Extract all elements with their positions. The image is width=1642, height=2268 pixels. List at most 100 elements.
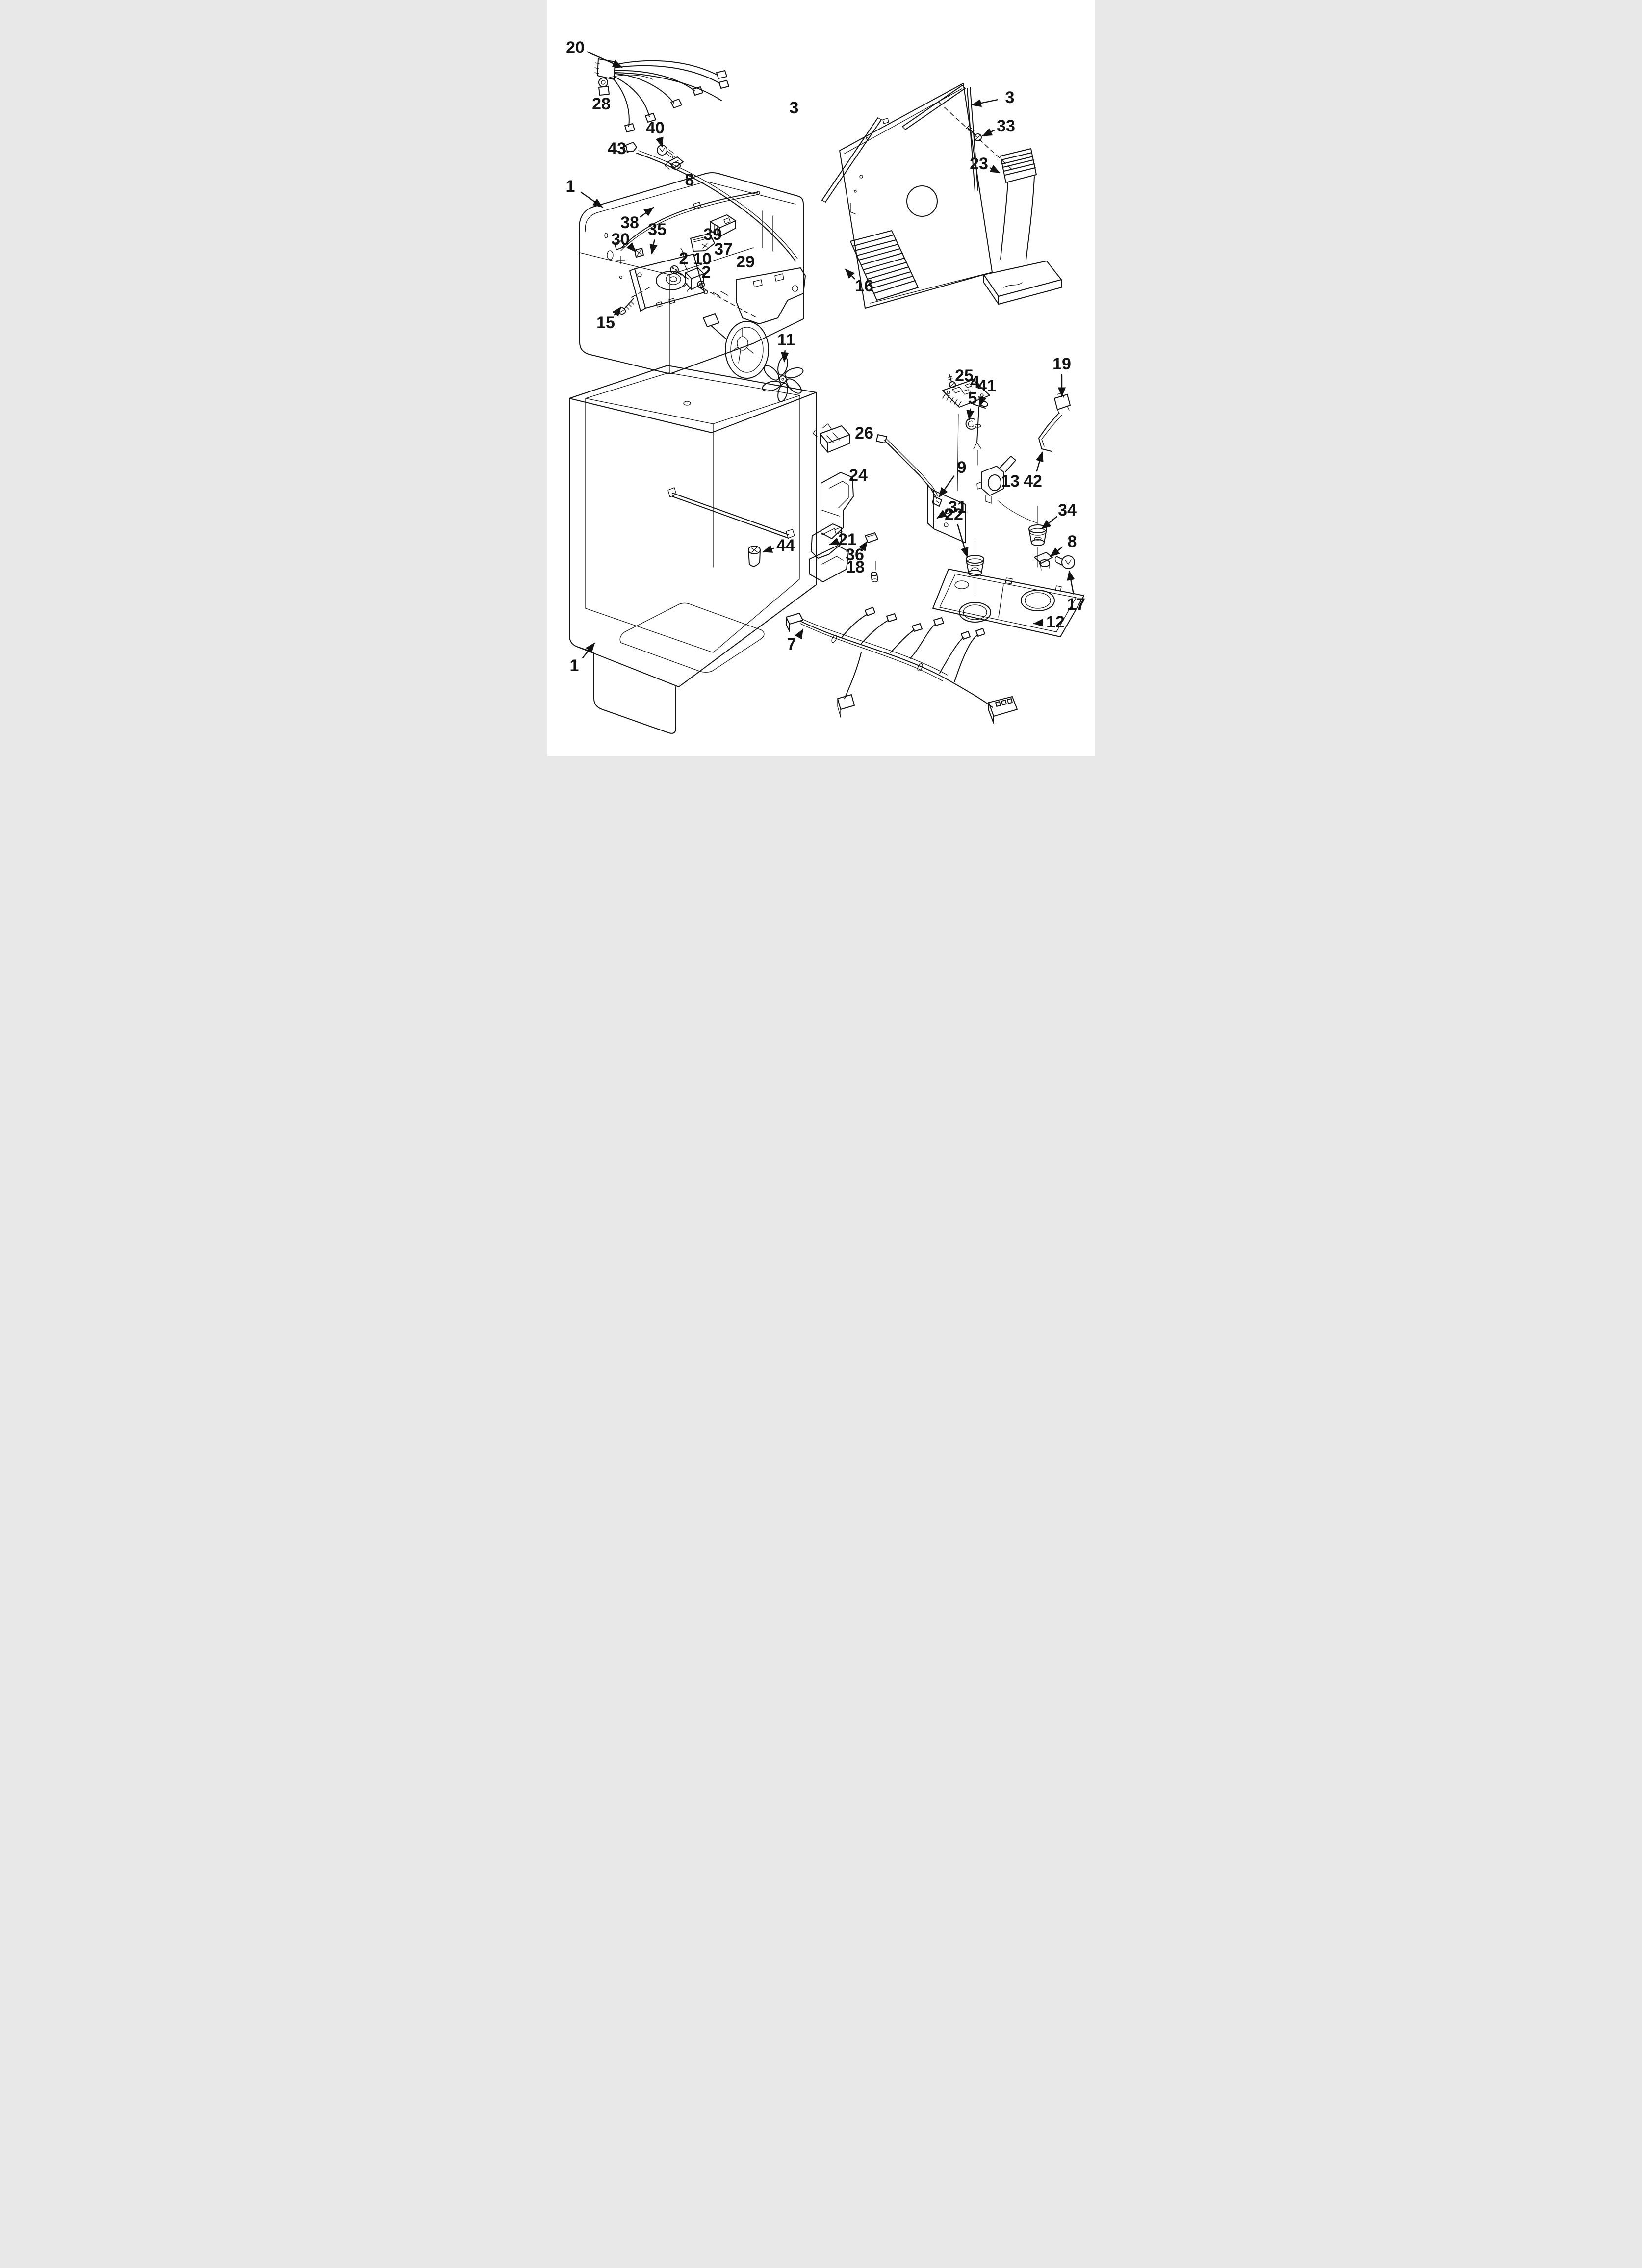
callout-label-42-27: 42 bbox=[1024, 472, 1042, 491]
callout-arrow-9-29 bbox=[938, 475, 955, 498]
damper-art-13 bbox=[976, 456, 1037, 523]
callout-label-9-29: 9 bbox=[957, 458, 967, 477]
callout-label-2-13: 2 bbox=[702, 263, 711, 282]
callout-arrow-12-40 bbox=[1033, 619, 1044, 627]
liner-cable-art bbox=[636, 153, 796, 261]
screw-art-15 bbox=[618, 287, 650, 315]
screw-art-25 bbox=[948, 374, 956, 388]
callout-label-24-31: 24 bbox=[849, 466, 868, 485]
air-tower-art-23 bbox=[983, 148, 1062, 305]
panel-trim-art-3-left bbox=[821, 117, 882, 203]
freezer-liner-art bbox=[579, 172, 804, 404]
callout-label-4-23: 4 bbox=[971, 373, 980, 391]
callout-arrow-8-35 bbox=[1050, 547, 1062, 557]
pad-art-36 bbox=[865, 532, 878, 543]
callout-arrow-1-5 bbox=[580, 191, 603, 208]
shield-plate-art-39 bbox=[690, 233, 715, 252]
callout-label-23-20: 23 bbox=[970, 155, 988, 173]
console-art-12 bbox=[932, 569, 1084, 637]
callout-arrow-20-0 bbox=[586, 51, 623, 68]
callout-label-28-1: 28 bbox=[592, 95, 611, 113]
lamp-art-18 bbox=[871, 561, 878, 582]
callout-label-10-12: 10 bbox=[693, 250, 712, 268]
lower-harness-art-7 bbox=[786, 607, 1018, 724]
rear-panel-art bbox=[839, 83, 993, 309]
callout-label-19-26: 19 bbox=[1052, 355, 1071, 373]
link-rod-art-9 bbox=[876, 434, 942, 507]
lamp-socket-art-8b bbox=[1034, 552, 1053, 571]
callout-arrow-17-36 bbox=[1067, 570, 1075, 595]
callout-label-15-14: 15 bbox=[596, 313, 615, 332]
callout-arrow-1-43 bbox=[582, 642, 595, 658]
callout-label-31-32: 31 bbox=[948, 498, 967, 517]
callout-arrow-36-38 bbox=[858, 541, 868, 552]
defrost-wire-art bbox=[614, 191, 760, 251]
callout-label-13-30: 13 bbox=[1001, 472, 1020, 491]
fan-bracket-art-29 bbox=[703, 267, 806, 379]
bowl-art-34 bbox=[1028, 506, 1047, 568]
callout-arrow-44-41 bbox=[762, 545, 774, 553]
callout-label-2-11: 2 bbox=[679, 249, 689, 268]
callout-label-33-19: 33 bbox=[997, 117, 1015, 135]
callout-arrow-23-20 bbox=[989, 165, 1001, 174]
callout-label-20-0: 20 bbox=[566, 38, 585, 57]
callout-label-26-28: 26 bbox=[855, 424, 873, 443]
callout-label-35-8: 35 bbox=[648, 220, 667, 239]
fresh-food-liner-art bbox=[569, 365, 817, 734]
callout-label-5-25: 5 bbox=[968, 389, 977, 408]
callout-label-3-18: 3 bbox=[1005, 88, 1015, 107]
callout-arrow-41-24 bbox=[978, 395, 986, 407]
callout-arrow-34-34 bbox=[1041, 516, 1058, 530]
control-board-art-4 bbox=[942, 379, 990, 491]
air-duct-art-24 bbox=[821, 472, 854, 539]
callout-label-11-16: 11 bbox=[777, 331, 795, 349]
callout-label-7-42: 7 bbox=[787, 635, 796, 653]
callout-label-43-3: 43 bbox=[608, 139, 626, 158]
c-clip-art-5 bbox=[965, 417, 976, 430]
strap-art-42 bbox=[1038, 413, 1062, 452]
callout-arrow-38-6 bbox=[640, 207, 654, 218]
callout-label-44-41: 44 bbox=[776, 536, 795, 555]
callout-arrow-22-33 bbox=[957, 524, 969, 558]
callout-label-34-34: 34 bbox=[1058, 501, 1077, 520]
liner-cable-art2 bbox=[638, 150, 798, 259]
damper-rod-art-41 bbox=[973, 400, 988, 466]
callout-arrow-15-14 bbox=[612, 306, 622, 317]
callout-label-8-35: 8 bbox=[1068, 532, 1077, 551]
panel-trim-art-3-right bbox=[902, 85, 978, 192]
callout-label-16-21: 16 bbox=[855, 277, 873, 295]
callout-label-25-22: 25 bbox=[955, 366, 974, 385]
callout-label-12-40: 12 bbox=[1046, 613, 1065, 631]
foam-cover-art-21 bbox=[809, 523, 849, 582]
grommet-art-2a bbox=[670, 265, 690, 280]
callout-label-40-2: 40 bbox=[646, 119, 665, 137]
callout-arrow-3-18 bbox=[971, 99, 998, 107]
bulb-art-40 bbox=[657, 145, 676, 159]
callout-arrow-33-19 bbox=[982, 128, 995, 137]
callout-label-37-10: 37 bbox=[714, 240, 733, 259]
callout-label-3-17: 3 bbox=[790, 99, 799, 117]
callout-arrow-21-37 bbox=[829, 537, 840, 546]
callout-arrow-7-42 bbox=[795, 628, 804, 640]
callout-label-22-33: 22 bbox=[945, 505, 963, 524]
callout-arrow-30-7 bbox=[626, 242, 637, 253]
bulb-art-17 bbox=[1054, 555, 1075, 569]
callout-label-8-4: 8 bbox=[685, 171, 694, 189]
callout-arrow-40-2 bbox=[655, 136, 664, 148]
parts-diagram-canvas: 2028404381383035393721021529113333231625… bbox=[566, 38, 1085, 734]
callout-arrow-16-21 bbox=[845, 268, 855, 280]
damper-control-art-26 bbox=[813, 423, 850, 453]
callout-label-1-5: 1 bbox=[566, 177, 575, 196]
callout-arrow-11-16 bbox=[781, 350, 789, 363]
bracket-art-37 bbox=[710, 214, 736, 237]
callout-label-21-37: 21 bbox=[838, 530, 857, 549]
callout-label-18-39: 18 bbox=[846, 558, 865, 576]
callout-label-41-24: 41 bbox=[977, 377, 996, 395]
nut-art-2b bbox=[697, 281, 705, 288]
callout-label-1-43: 1 bbox=[570, 656, 579, 675]
callout-label-36-38: 36 bbox=[846, 546, 864, 564]
cap-art-44 bbox=[748, 546, 761, 567]
callout-label-30-7: 30 bbox=[611, 230, 630, 249]
